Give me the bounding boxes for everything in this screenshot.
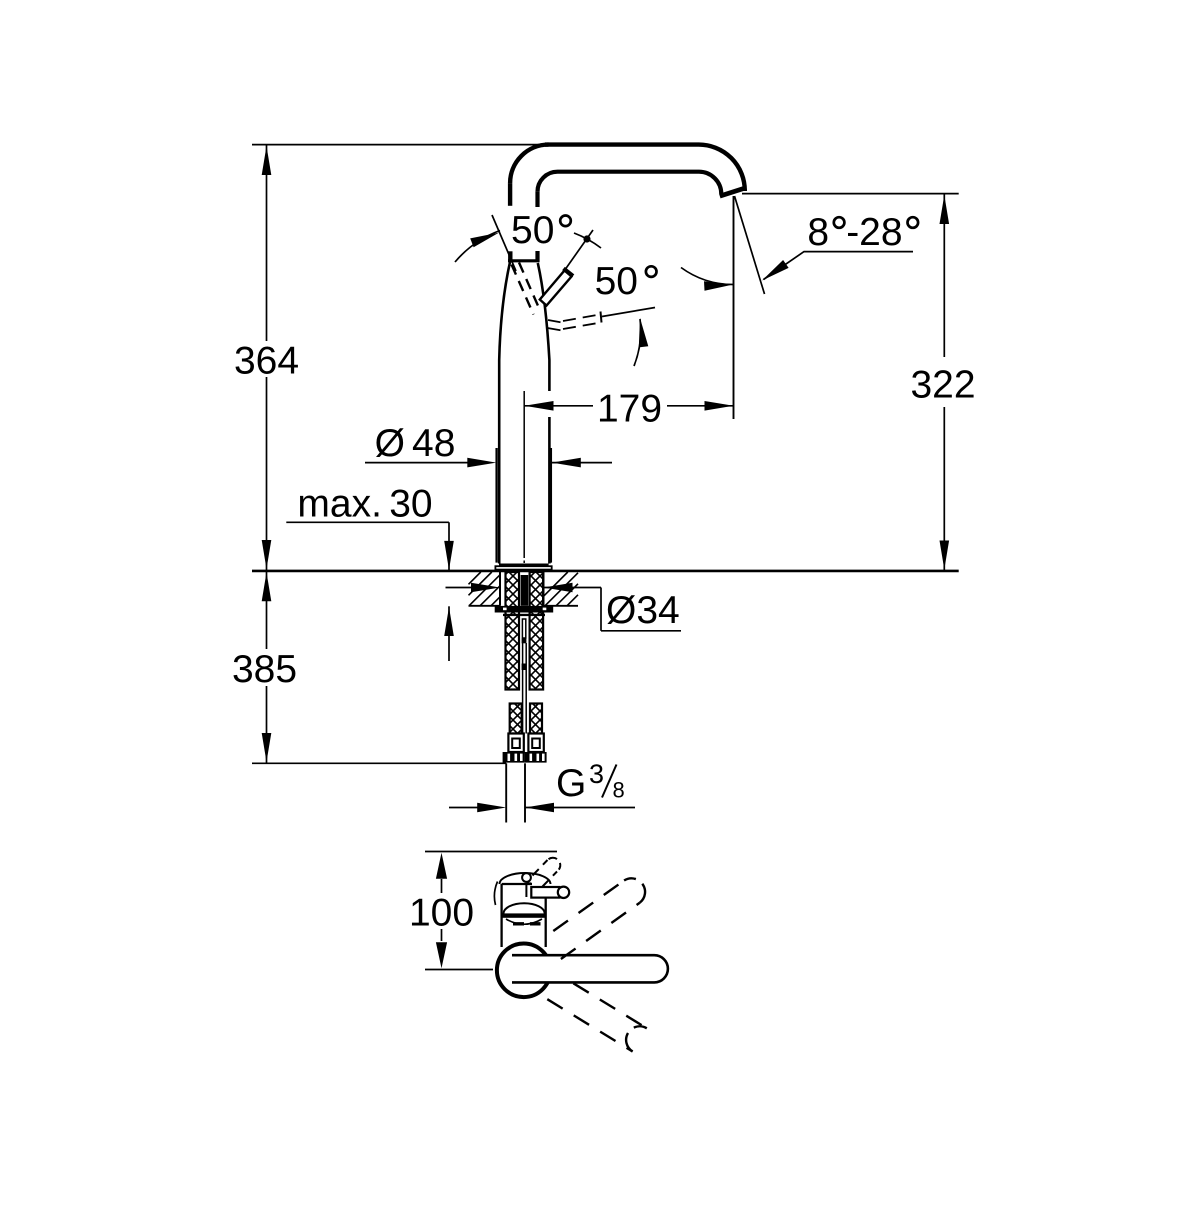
svg-text:364: 364 [234,340,299,383]
svg-text:8: 8 [613,778,625,803]
svg-text:G: G [556,762,586,805]
svg-text:Ø: Ø [375,422,405,465]
svg-text:8: 8 [807,211,829,254]
svg-text:100: 100 [409,892,474,935]
svg-text:385: 385 [232,648,297,691]
svg-text:48: 48 [412,422,455,465]
svg-text:30: 30 [389,482,432,525]
svg-text:322: 322 [910,363,975,406]
svg-text:Ø34: Ø34 [606,589,680,632]
svg-text:-28: -28 [846,211,902,254]
svg-text:50: 50 [595,260,638,303]
svg-text:50: 50 [511,209,554,252]
svg-text:179: 179 [597,388,662,431]
svg-text:max.: max. [297,482,382,525]
svg-text:3: 3 [589,759,604,789]
